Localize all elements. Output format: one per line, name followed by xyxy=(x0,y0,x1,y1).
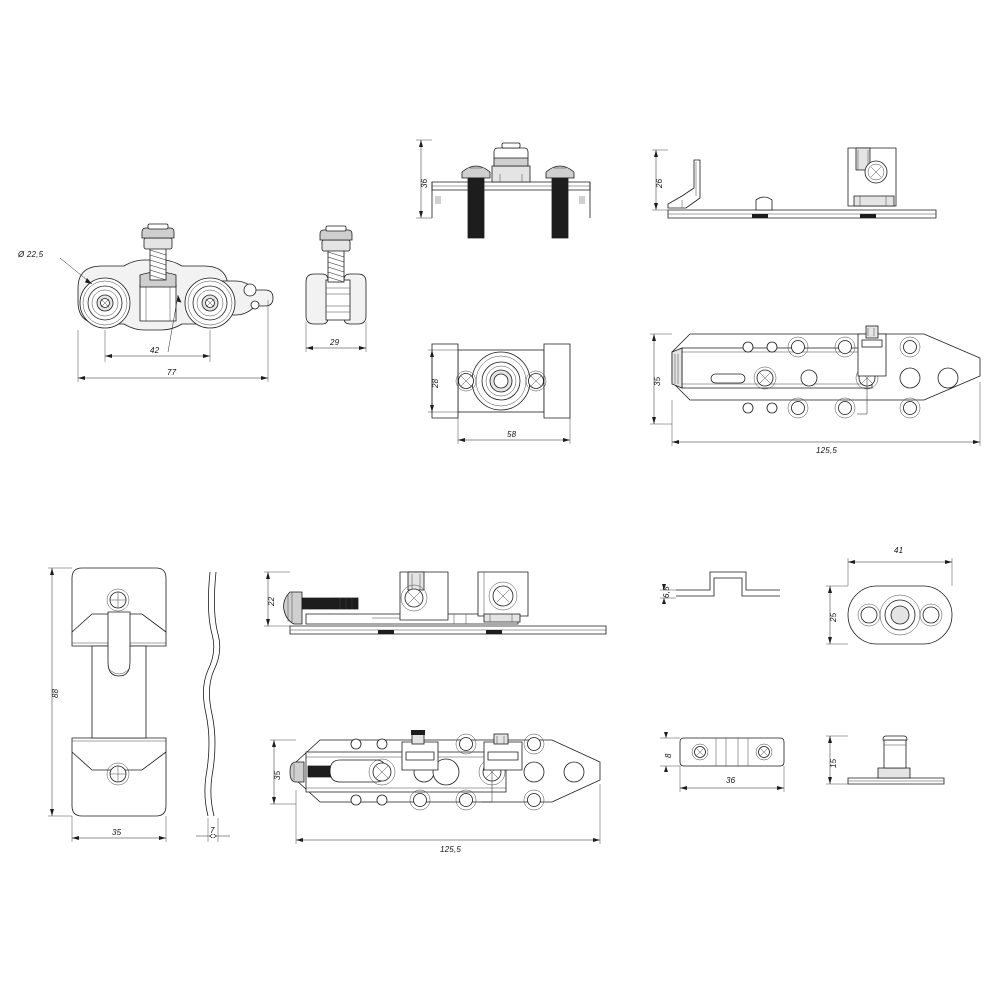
dim-label-zbracket-thickness: 6,5 xyxy=(662,586,671,598)
dim-label-carrier-length: 125,5 xyxy=(440,845,462,854)
view-bolt-pair-front xyxy=(416,139,591,239)
view-carrier-assembly-side xyxy=(264,571,607,635)
view-stop-block-side xyxy=(826,735,945,785)
dim-label-strap-width: 8 xyxy=(664,753,673,758)
dim-label-hanger-width: 35 xyxy=(112,828,122,837)
dim-label-hanger-height: 88 xyxy=(51,688,60,698)
dim-label-oval-length: 41 xyxy=(894,546,904,555)
view-z-bracket-profile xyxy=(660,571,780,604)
dim-label-carrier-height: 22 xyxy=(267,596,276,606)
view-flat-strap-top xyxy=(660,732,785,792)
dim-label-wheel-centres: 42 xyxy=(150,346,160,355)
dim-label-profile-thickness: 7 xyxy=(210,826,215,835)
view-hanger-bracket xyxy=(48,567,167,842)
view-long-plate-top xyxy=(650,325,981,446)
dim-label-stopblock-height: 15 xyxy=(829,758,838,768)
view-oval-plate-top xyxy=(826,558,953,645)
dim-label-side-width: 29 xyxy=(330,338,340,347)
view-roller-carriage-side xyxy=(305,225,367,352)
dim-label-bolt-height: 36 xyxy=(420,178,429,188)
view-roller-carriage-front xyxy=(59,223,274,382)
dim-label-longplate-width: 35 xyxy=(653,376,662,386)
view-rail-bracket-side xyxy=(652,147,937,219)
view-mount-plate-top xyxy=(428,343,571,444)
dim-label-longplate-length: 125,5 xyxy=(816,446,838,455)
dim-label-diameter: Ø 22,5 xyxy=(18,250,44,259)
dim-label-strap-length: 36 xyxy=(726,776,736,785)
dim-label-rail-height: 26 xyxy=(655,178,664,188)
view-hanger-bracket-profile xyxy=(196,571,230,842)
dim-label-plate-width: 28 xyxy=(431,378,440,388)
dim-label-plate-length: 58 xyxy=(507,430,517,439)
dim-label-overall-length: 77 xyxy=(167,368,177,377)
dim-label-carrier-width: 35 xyxy=(273,770,282,780)
view-carrier-assembly-top xyxy=(270,730,601,844)
dim-label-oval-width: 25 xyxy=(829,612,838,622)
